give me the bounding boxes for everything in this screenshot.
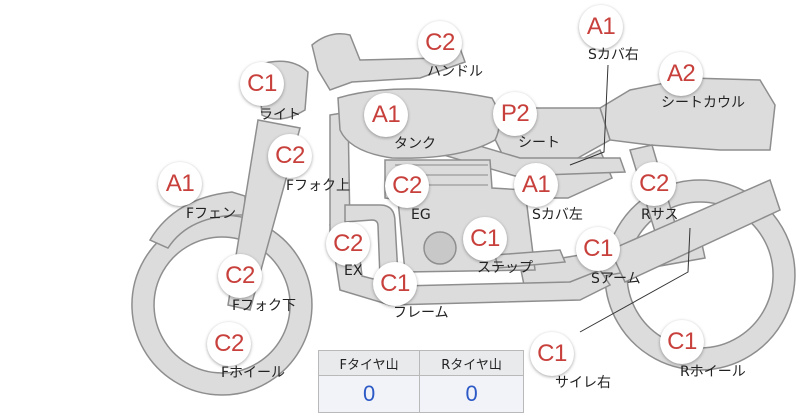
- grade-badge-seat-cowl[interactable]: A2: [659, 52, 703, 96]
- grade-badge-tank[interactable]: A1: [364, 93, 408, 137]
- rear-tire-tread-value[interactable]: 0: [419, 375, 524, 413]
- part-label-front-fork-upper: Fフォク上: [286, 178, 351, 194]
- grade-badge-rear-wheel[interactable]: C1: [660, 320, 704, 364]
- part-label-frame: フレーム: [393, 305, 449, 321]
- part-label-light: ライト: [259, 107, 301, 123]
- part-label-exhaust: EX: [344, 263, 363, 279]
- part-label-swingarm: Sアーム: [591, 271, 641, 287]
- grade-badge-step[interactable]: C1: [463, 217, 507, 261]
- tire-tread-value-row: 0 0: [317, 375, 524, 413]
- grade-badge-seat[interactable]: P2: [493, 92, 537, 136]
- grade-badge-side-cover-left[interactable]: A1: [514, 163, 558, 207]
- grade-badge-rear-suspension[interactable]: C2: [632, 162, 676, 206]
- grade-badge-front-wheel[interactable]: C2: [207, 322, 251, 366]
- part-label-seat: シート: [518, 135, 560, 151]
- grade-badge-swingarm[interactable]: C1: [576, 227, 620, 271]
- part-label-engine: EG: [411, 207, 431, 223]
- muffler-shape: [608, 178, 781, 283]
- rear-tire-tread-header: Rタイヤ山: [419, 350, 524, 376]
- grade-badge-front-fork-upper[interactable]: C2: [268, 134, 312, 178]
- front-tire-tread-value[interactable]: 0: [317, 375, 421, 413]
- part-label-muffler-right: サイレ右: [555, 375, 611, 391]
- part-label-front-wheel: Fホイール: [221, 365, 286, 381]
- part-label-rear-suspension: Rサス: [641, 207, 679, 223]
- part-label-rear-wheel: Rホイール: [680, 364, 746, 380]
- front-wheel-shape: [131, 214, 313, 396]
- part-label-step: ステップ: [477, 260, 533, 276]
- step-shape: [494, 249, 567, 269]
- rear-wheel-shape: [604, 179, 796, 371]
- part-label-front-fork-lower: Fフォク下: [232, 298, 297, 314]
- part-label-tank: タンク: [394, 136, 436, 152]
- handlebar-shape: [311, 33, 466, 91]
- grade-badge-front-fork-lower[interactable]: C2: [218, 254, 262, 298]
- grade-badge-handle[interactable]: C2: [418, 21, 462, 65]
- part-label-side-cover-right: Sカバ右: [588, 47, 639, 63]
- part-label-side-cover-left: Sカバ左: [532, 207, 583, 223]
- grade-badge-muffler-right[interactable]: C1: [530, 332, 574, 376]
- grade-badge-exhaust[interactable]: C2: [326, 222, 370, 266]
- grade-badge-frame[interactable]: C1: [373, 262, 417, 306]
- grade-badge-light[interactable]: C1: [240, 62, 284, 106]
- part-label-seat-cowl: シートカウル: [661, 95, 745, 111]
- grade-badge-engine[interactable]: C2: [385, 164, 429, 208]
- front-tire-tread-header: Fタイヤ山: [317, 350, 421, 376]
- part-label-front-fender: Fフェン: [186, 206, 237, 222]
- tire-tread-header-row: Fタイヤ山 Rタイヤ山: [317, 350, 524, 376]
- seat-cowl-shape: [599, 77, 776, 151]
- grade-badge-side-cover-right[interactable]: A1: [579, 5, 623, 49]
- grade-badge-front-fender[interactable]: A1: [158, 162, 202, 206]
- tire-tread-table: Fタイヤ山 Rタイヤ山 0 0: [317, 350, 524, 413]
- part-label-handle: ハンドル: [427, 64, 483, 80]
